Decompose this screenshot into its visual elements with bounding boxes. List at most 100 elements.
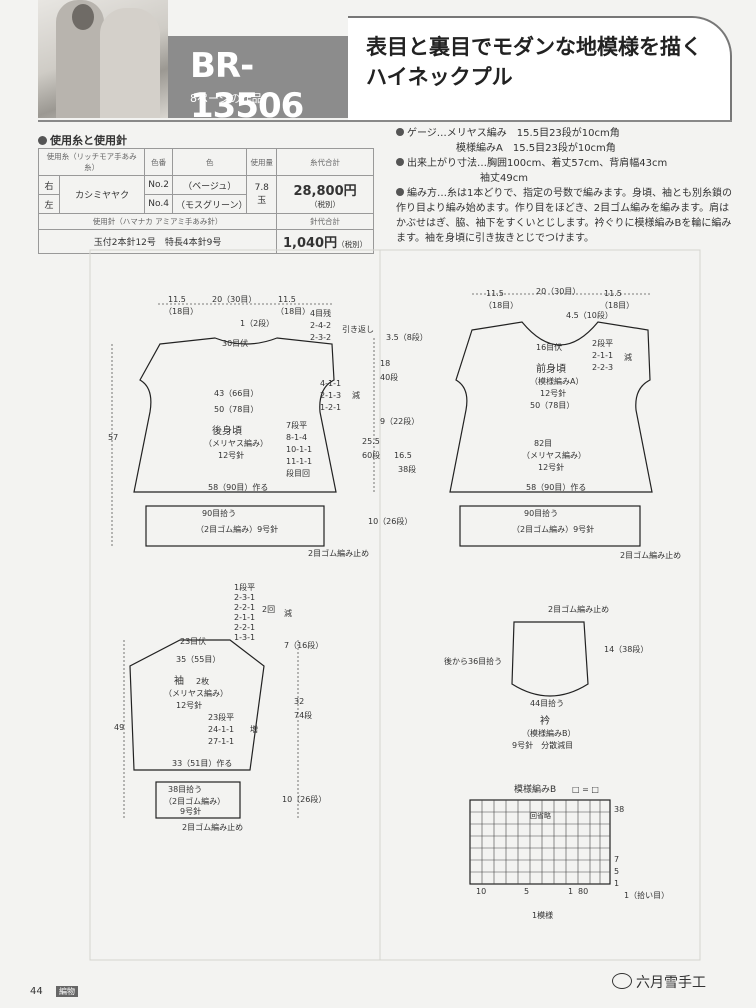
- page-title: 表目と裏目でモダンな地模様を描く ハイネックプル: [366, 32, 702, 92]
- materials-heading: 使用糸と使用針: [38, 132, 127, 148]
- pattern-code: BR-13506: [190, 46, 304, 126]
- sleeve-cap-top: 23目伏: [180, 636, 206, 646]
- collar-h: 14（38段）: [604, 644, 648, 654]
- back-shoulder-h: 3.5（8段）: [386, 332, 428, 342]
- back-top-center: 20（30目）: [212, 295, 256, 304]
- sleeve-rib-end: 2目ゴム編み止め: [182, 822, 243, 832]
- chart-title: 模様編みB: [514, 783, 556, 795]
- size-text-2: 袖丈49cm: [480, 173, 528, 184]
- col-header: 色: [171, 148, 248, 176]
- sleeve-outline: [129, 639, 265, 771]
- front-piece-name: 前身頃: [536, 362, 566, 375]
- col-header: 使用量: [246, 148, 278, 176]
- sleeve-cap-seq: 2-1-1: [234, 613, 255, 622]
- wechat-icon: [612, 973, 632, 989]
- sleeve-cap-seq: 1-3-1: [234, 633, 255, 642]
- collar-top-label: 2目ゴム編み止め: [548, 604, 609, 614]
- collar-pick: 後から36目拾う: [444, 656, 502, 666]
- back-armhole-h: 18: [380, 359, 390, 368]
- front-neck-drop: 4.5（10段）: [566, 310, 613, 320]
- sleeve-rib-needle: 9号針: [180, 806, 201, 816]
- back-shoulder-width: 43（66目）: [214, 389, 258, 398]
- front-top-center: 20（30目）: [536, 287, 580, 296]
- back-inc-seq: 段目回: [286, 468, 310, 478]
- sleeve-body-rows: 74段: [294, 710, 312, 720]
- chart-rep-label: 回省略: [530, 811, 551, 820]
- price-cell: 28,800円（税別）: [276, 175, 374, 214]
- yarn-cell: カシミヤヤク: [58, 175, 146, 214]
- sleeve-inc-seq: 24-1-1: [208, 725, 234, 734]
- front-stitch2: （メリヤス編み）: [522, 450, 586, 460]
- back-top-right: 11.5: [278, 295, 296, 304]
- back-top-left-sub: （18目）: [164, 307, 198, 316]
- front-82: 82目: [534, 439, 552, 448]
- chart-repeat: 1模様: [532, 910, 553, 920]
- back-dec-seq: 1-2-1: [320, 403, 341, 412]
- back-armhole-rows: 40段: [380, 372, 398, 382]
- method-specs: 編み方…糸は1本どりで、指定の号数で編みます。身頃、袖とも別糸鎖の作り目より編み…: [396, 186, 736, 246]
- back-top-right-sub: （18目）: [276, 307, 310, 316]
- sleeve-cap-seq: 1段平: [234, 582, 255, 592]
- model-photo: [38, 0, 168, 118]
- sleeve-rib-name: （2目ゴム編み）: [164, 796, 225, 806]
- background-grid: [89, 249, 701, 961]
- sleeve-inc-seq: 23段平: [208, 712, 234, 722]
- sleeve-count: 2枚: [196, 676, 209, 686]
- gauge-specs: ゲージ…メリヤス編み 15.5目23段が10cm角 模様編みA 15.5目23段…: [396, 126, 736, 186]
- front-needle2: 12号針: [538, 462, 564, 472]
- bullet-icon: [396, 158, 404, 166]
- front-body-outline: [449, 321, 653, 493]
- back-side-rows: 60段: [362, 450, 380, 460]
- back-piece-name: 後身頃: [212, 424, 242, 437]
- watermark: 六月雪手工: [612, 972, 706, 992]
- sleeve-cap-h: 7（16段）: [284, 640, 323, 650]
- collar-stitch: （模様編みB）: [522, 728, 576, 738]
- back-dec-seq: 2-1-3: [320, 391, 341, 400]
- back-length: 57: [108, 433, 118, 442]
- sleeve-length: 49: [114, 723, 124, 732]
- title-box: 表目と裏目でモダンな地模様を描く ハイネックプル: [348, 16, 732, 122]
- sleeve-rib-top: 38目拾う: [168, 784, 202, 794]
- back-side-rows2: 38段: [398, 464, 416, 474]
- front-top-left-sub: （18目）: [484, 301, 518, 310]
- collar-needle: 9号針 分散減目: [512, 740, 573, 750]
- chart-outline: [469, 799, 611, 885]
- page-tag: 編物: [56, 986, 78, 997]
- sleeve-piece-name: 袖: [174, 674, 184, 687]
- back-inc-seq: 7段平: [286, 420, 307, 430]
- sleeve-bottom: 33（51目）作る: [172, 758, 232, 768]
- front-rib-outline: [459, 505, 641, 547]
- back-needle: 12号針: [218, 450, 244, 460]
- back-rib-name: （2目ゴム編み）9号針: [196, 524, 278, 534]
- back-shoulder-seq: 2-4-2: [310, 321, 331, 330]
- code-box: BR-13506 8ページの作品: [168, 36, 348, 126]
- chart-legend: □ = □: [572, 785, 599, 794]
- back-neck-top: 1（2段）: [240, 318, 274, 328]
- back-side-h3: 16.5: [394, 451, 412, 460]
- sleeve-upper-w: 35（55目）: [176, 655, 220, 664]
- sleeve-stitch: （メリヤス編み）: [164, 688, 228, 698]
- title-line-1: 表目と裏目でモダンな地模様を描く: [366, 35, 702, 59]
- chart-row-label: 38: [614, 805, 624, 814]
- header-divider: [38, 120, 732, 122]
- back-dec-label: 減: [352, 390, 360, 400]
- bullet-icon: [396, 128, 404, 136]
- chart-note: 1（拾い目）: [624, 890, 669, 900]
- sleeve-cap-label: 減: [284, 608, 292, 618]
- front-top-right: 11.5: [604, 289, 622, 298]
- method-text: 編み方…糸は1本どりで、指定の号数で編みます。身頃、袖とも別糸鎖の作り目より編み…: [396, 188, 732, 244]
- chart-row-label: 5: [614, 867, 619, 876]
- page-number: 44: [30, 986, 43, 997]
- back-mid-width: 50（78目）: [214, 405, 258, 414]
- back-inc-seq: 10-1-1: [286, 445, 312, 454]
- front-needle: 12号針: [540, 388, 566, 398]
- back-hikinuki: 引き返し: [342, 325, 374, 334]
- sleeve-cap-seq: 2-2-1: [234, 603, 255, 612]
- chart-col-label: 80: [578, 887, 588, 896]
- back-shoulder-seq: 2-3-2: [310, 333, 331, 342]
- bullet-icon: [396, 188, 404, 196]
- back-dec-seq: 4-1-1: [320, 379, 341, 388]
- collar-pick2: 44目拾う: [530, 698, 564, 708]
- title-line-2: ハイネックプル: [366, 65, 513, 89]
